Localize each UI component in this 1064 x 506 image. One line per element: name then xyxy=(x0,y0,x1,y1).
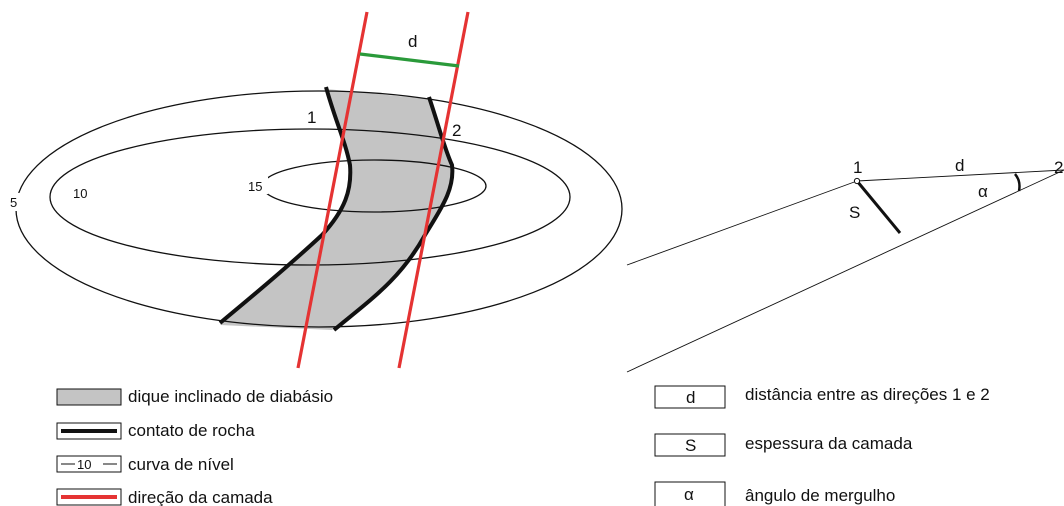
contour-label-10: 10 xyxy=(73,186,87,201)
legend-item-contour: 10 curva de nível xyxy=(56,455,234,474)
legend-item-distance: d distância entre as direções 1 e 2 xyxy=(654,385,990,409)
legend-left: dique inclinado de diabásio contato de r… xyxy=(56,387,333,506)
direction-line-1 xyxy=(296,11,369,369)
thickness-line xyxy=(855,180,902,234)
map-distance-label: d xyxy=(408,32,417,51)
section-point-2-label: 2 xyxy=(1054,158,1063,177)
section-point-1 xyxy=(853,177,861,185)
section-thickness-label: S xyxy=(849,203,860,222)
dike-fill xyxy=(220,89,453,330)
contour-label-15: 15 xyxy=(248,179,262,194)
section-distance-label: d xyxy=(955,156,964,175)
legend-key-distance: d xyxy=(686,388,695,407)
section-point-1-label: 1 xyxy=(853,158,862,177)
legend-item-direction: direção da camada xyxy=(56,488,273,506)
section-horizontal-d xyxy=(856,169,1064,182)
legend-item-thickness: S espessura da camada xyxy=(654,433,913,457)
legend-item-dike: dique inclinado de diabásio xyxy=(56,387,333,406)
contact-left xyxy=(218,86,353,325)
map-point-2-label: 2 xyxy=(452,121,461,140)
legend-text-contour: curva de nível xyxy=(128,455,234,474)
legend-symbol-dike xyxy=(56,388,122,406)
direction-line-2 xyxy=(397,11,470,369)
dip-angle-arc xyxy=(1014,173,1021,192)
legend-text-contact: contato de rocha xyxy=(128,421,255,440)
cross-section: 1 2 d α S xyxy=(626,156,1064,373)
legend-key-thickness: S xyxy=(685,436,696,455)
legend-right: d distância entre as direções 1 e 2 S es… xyxy=(654,385,990,506)
legend-text-thickness: espessura da camada xyxy=(745,434,913,453)
section-upper-boundary xyxy=(626,180,858,266)
legend-key-dip-angle: α xyxy=(684,485,694,504)
legend-text-dip-angle: ângulo de mergulho xyxy=(745,486,895,505)
legend-symbol-contour-label: 10 xyxy=(77,457,91,472)
contour-label-5: 5 xyxy=(10,195,17,210)
distance-line xyxy=(359,52,460,68)
legend-text-distance: distância entre as direções 1 e 2 xyxy=(745,385,990,404)
legend-text-direction: direção da camada xyxy=(128,488,273,506)
section-lower-boundary xyxy=(626,169,1064,373)
section-angle-label: α xyxy=(978,182,988,201)
legend-item-contact: contato de rocha xyxy=(56,421,255,440)
map-view: 5 10 15 d 1 2 xyxy=(6,11,623,369)
legend-item-dip-angle: α ângulo de mergulho xyxy=(654,481,895,506)
legend-text-dike: dique inclinado de diabásio xyxy=(128,387,333,406)
map-point-1-label: 1 xyxy=(307,108,316,127)
contour-10 xyxy=(49,128,571,266)
